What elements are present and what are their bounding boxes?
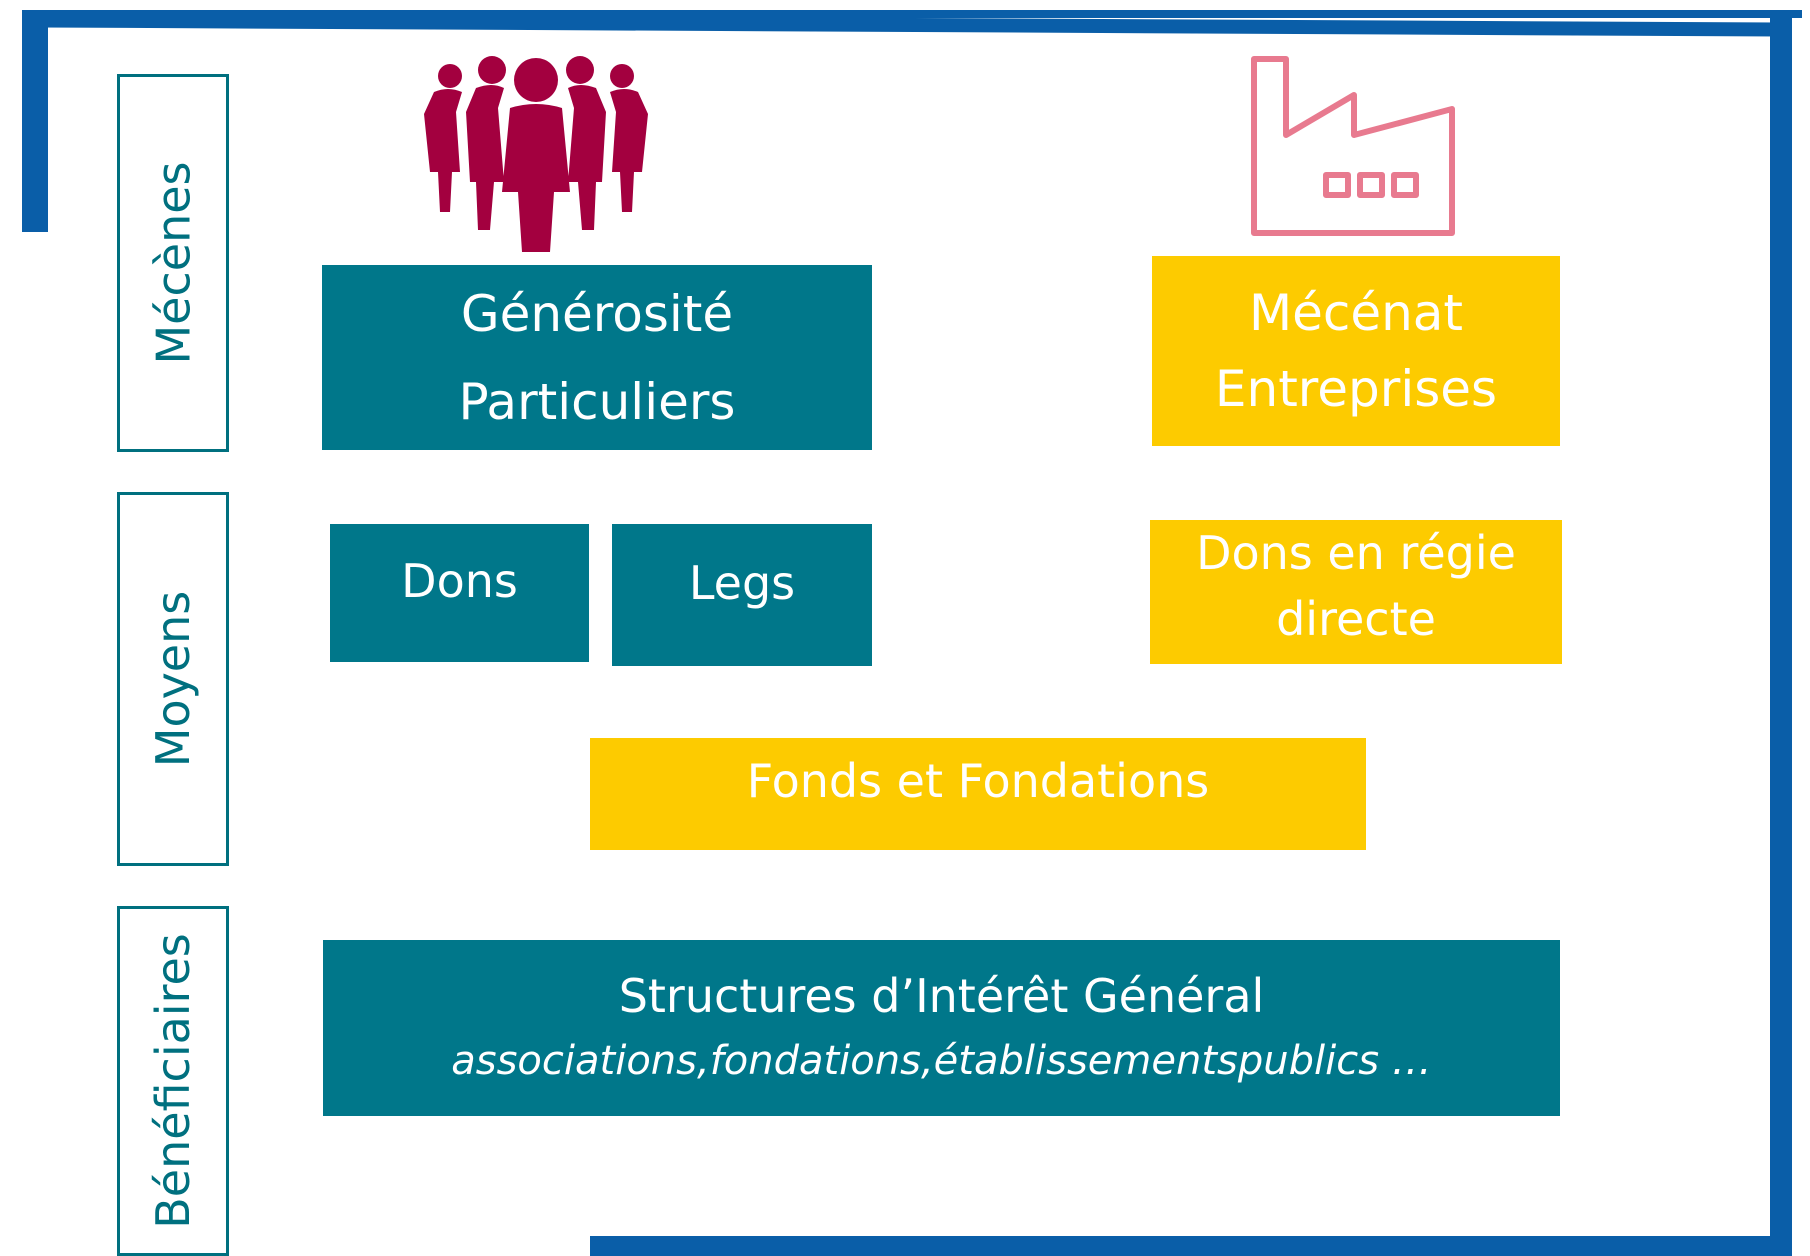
frame-left-line xyxy=(22,10,48,232)
structures-subtitle: associations,fondations,établissementspu… xyxy=(451,1038,1432,1084)
frame-right-line xyxy=(1770,18,1792,1256)
row-label-moyens-text: Moyens xyxy=(146,590,201,768)
regie-line1: Dons en régie xyxy=(1196,526,1516,580)
row-label-moyens: Moyens xyxy=(117,492,229,866)
row-label-beneficiaires-text: Bénéficiaires xyxy=(146,933,200,1229)
generosite-particuliers-box: Générosité Particuliers xyxy=(322,265,872,450)
row-label-mecenes: Mécènes xyxy=(117,74,229,452)
structures-title: Structures d’Intérêt Général xyxy=(618,969,1265,1023)
fonds-fondations-box: Fonds et Fondations xyxy=(590,738,1366,850)
mecenat-entreprises-box: Mécénat Entreprises xyxy=(1152,256,1560,446)
frame-top-line xyxy=(22,10,1802,18)
legs-text: Legs xyxy=(688,556,796,610)
mecenat-line1: Mécénat xyxy=(1248,284,1464,342)
dons-box: Dons xyxy=(330,524,589,662)
factory-icon xyxy=(1251,56,1455,236)
generosite-line2: Particuliers xyxy=(458,372,736,431)
regie-line2: directe xyxy=(1276,592,1436,646)
generosite-line1: Générosité xyxy=(460,284,734,343)
dons-regie-directe-box: Dons en régie directe xyxy=(1150,520,1562,664)
structures-interet-general-box: Structures d’Intérêt Général association… xyxy=(323,940,1560,1116)
row-label-beneficiaires: Bénéficiaires xyxy=(117,906,229,1256)
legs-box: Legs xyxy=(612,524,872,666)
people-group-icon xyxy=(424,56,648,252)
fonds-text: Fonds et Fondations xyxy=(746,754,1210,808)
mecenat-line2: Entreprises xyxy=(1214,360,1498,418)
dons-text: Dons xyxy=(401,554,518,608)
row-label-mecenes-text: Mécènes xyxy=(146,161,201,365)
frame-bottom-line xyxy=(590,1236,1792,1256)
